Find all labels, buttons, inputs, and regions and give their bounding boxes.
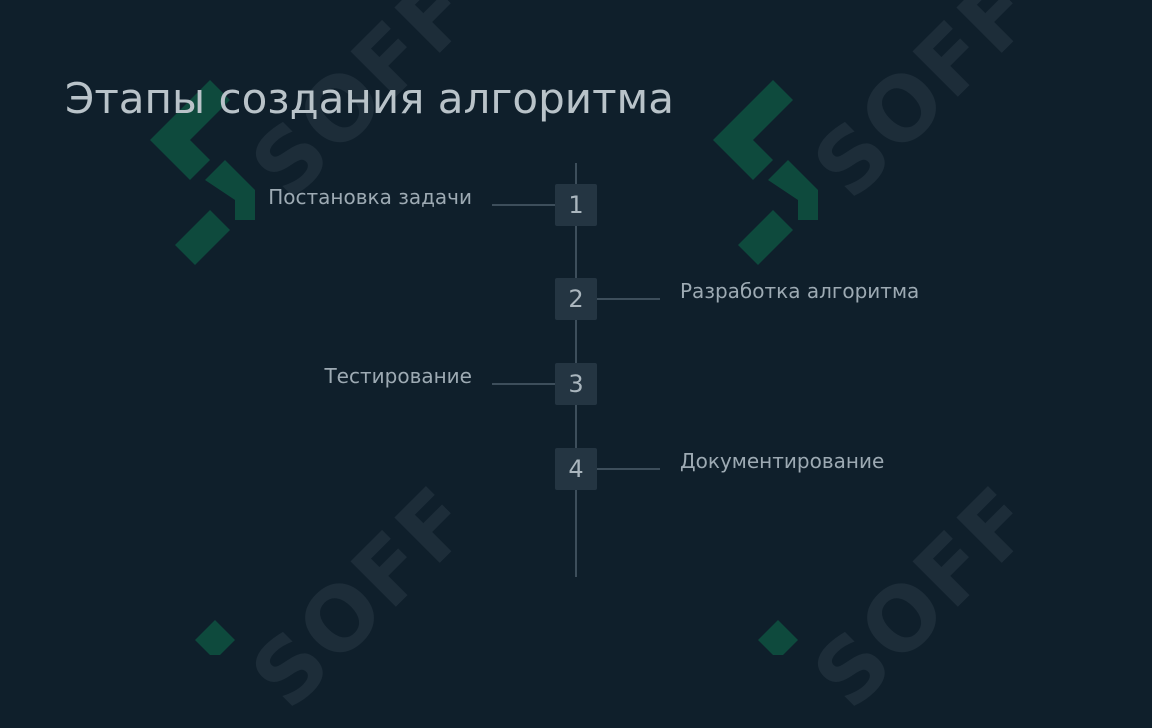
step-number-box: 2 bbox=[555, 278, 597, 320]
watermark-text: SOFF bbox=[231, 466, 493, 728]
connector-line bbox=[596, 298, 660, 300]
step-number: 2 bbox=[568, 285, 584, 313]
slide-title: Этапы создания алгоритма bbox=[65, 74, 674, 123]
step-number: 4 bbox=[568, 455, 584, 483]
step-number: 1 bbox=[568, 191, 584, 219]
step-number-box: 1 bbox=[555, 184, 597, 226]
watermark-text: SOFF bbox=[793, 0, 1055, 218]
connector-line bbox=[492, 383, 556, 385]
connector-line bbox=[596, 468, 660, 470]
step-label: Документирование bbox=[680, 449, 885, 473]
step-label: Разработка алгоритма bbox=[680, 279, 920, 303]
connector-line bbox=[492, 204, 556, 206]
watermark-logo-icon bbox=[758, 620, 798, 655]
step-label: Постановка задачи bbox=[268, 185, 472, 209]
step-number-box: 4 bbox=[555, 448, 597, 490]
watermark-logo-icon bbox=[713, 80, 818, 265]
step-number-box: 3 bbox=[555, 363, 597, 405]
step-number: 3 bbox=[568, 370, 584, 398]
watermark-logo-icon bbox=[195, 620, 235, 655]
watermark-text: SOFF bbox=[793, 466, 1055, 728]
step-label: Тестирование bbox=[324, 364, 472, 388]
